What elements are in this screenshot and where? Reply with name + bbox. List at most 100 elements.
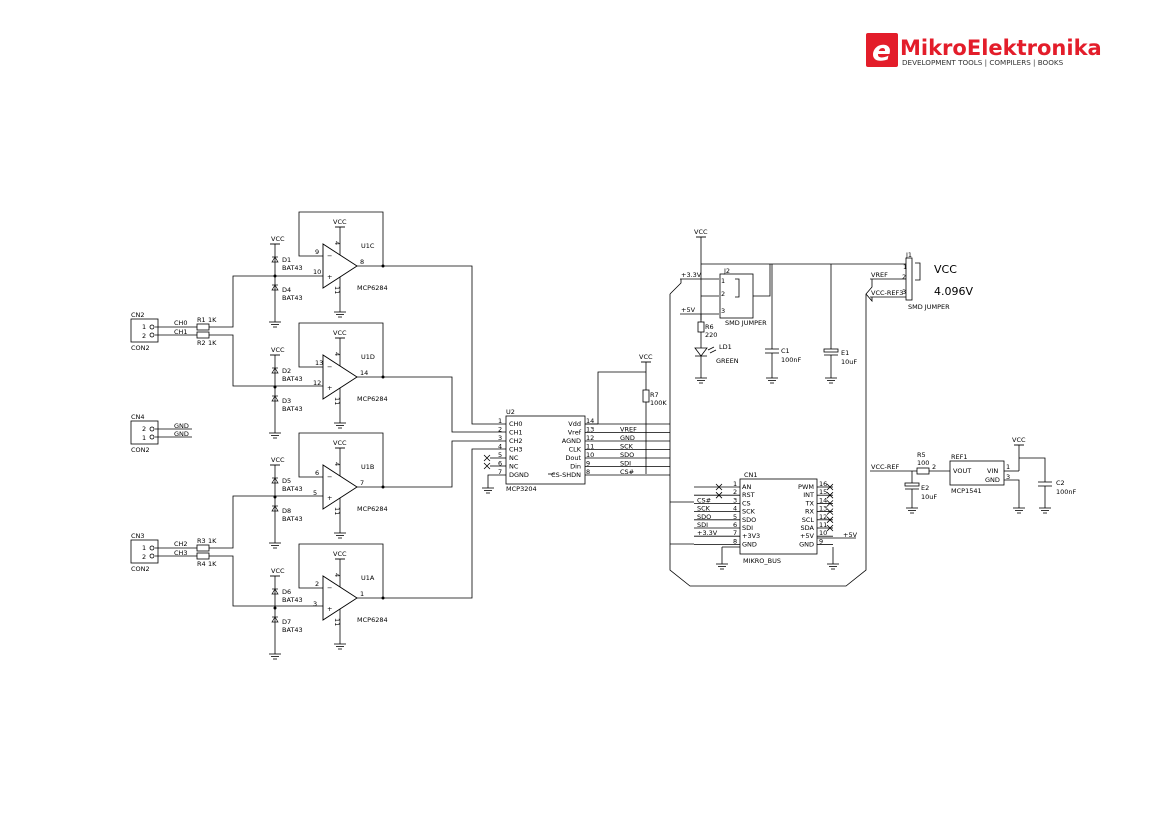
mikrobus-pin-num: 7 bbox=[733, 529, 737, 537]
opamp-ref: U1D bbox=[361, 353, 375, 361]
mikrobus-pin-name: PWM bbox=[798, 483, 814, 491]
adc-net-label: SCK bbox=[620, 443, 634, 451]
r2-ref: R2 bbox=[197, 339, 206, 347]
r5-ref: R5 bbox=[917, 451, 926, 459]
diode-part: BAT43 bbox=[282, 626, 303, 634]
connector-cn2: CN2 1 2 CON2 CH0 CH1 R1 1K R2 1K bbox=[130, 275, 323, 387]
c2-ref: C2 bbox=[1056, 479, 1065, 487]
jumper-j2: VCC +3.3V +5V J2 1 2 3 SMD JUMPER R6 220… bbox=[680, 228, 906, 384]
j1-pin3: 3 bbox=[902, 288, 906, 296]
mikrobus-ref: CN1 bbox=[744, 471, 758, 479]
opamp-plus-sign: + bbox=[327, 273, 332, 281]
adc-body bbox=[505, 415, 586, 485]
diode-vcc-label: VCC bbox=[271, 346, 285, 354]
adc-pin-num: 10 bbox=[586, 451, 594, 459]
diode-part: BAT43 bbox=[282, 515, 303, 523]
net-ch2: CH2 bbox=[174, 540, 188, 548]
adc-pin-name: DGND bbox=[509, 471, 529, 479]
j2-pin2: 2 bbox=[721, 290, 725, 298]
adc-pin-num: 13 bbox=[586, 426, 594, 434]
mikrobus-net-label: +3.3V bbox=[697, 529, 718, 537]
r7-vdd-branch: VCC R7 100K bbox=[597, 353, 667, 474]
opamp-pin-neg: 6 bbox=[315, 469, 319, 477]
opamp-minus-sign: − bbox=[327, 363, 332, 371]
diode-part: BAT43 bbox=[282, 485, 303, 493]
opamp-pin-vdd: 4 bbox=[333, 462, 341, 466]
r5-value: 100 bbox=[917, 459, 929, 467]
opamp-pin-vss: 11 bbox=[333, 507, 341, 515]
r1-ref: R1 bbox=[197, 316, 206, 324]
adc-pin-num: 11 bbox=[586, 443, 594, 451]
c2-value: 100nF bbox=[1056, 488, 1077, 496]
opamp-pin-out: 1 bbox=[360, 590, 364, 598]
mikrobus-pin-name: INT bbox=[803, 491, 814, 499]
mikrobus-pin-num: 13 bbox=[819, 505, 827, 513]
j1-pin2: 2 bbox=[902, 273, 906, 281]
adc-pin-name: NC bbox=[509, 454, 519, 462]
diode-part: BAT43 bbox=[282, 264, 303, 272]
adc-pin-num: 8 bbox=[586, 468, 590, 476]
adc-part: MCP3204 bbox=[506, 485, 537, 493]
mikrobus-pin-num: 15 bbox=[819, 488, 827, 496]
adc-pin-name: Dout bbox=[565, 454, 581, 462]
net-vref-j1: VREF bbox=[871, 271, 888, 279]
brand-name: MikroElektronika bbox=[900, 36, 1102, 60]
ref-pin1: 1 bbox=[1006, 463, 1010, 471]
opamp-part: MCP6284 bbox=[357, 395, 388, 403]
opamp-ref: U1C bbox=[361, 242, 375, 250]
mikrobus-pin-name: AN bbox=[742, 483, 751, 491]
diode-part: BAT43 bbox=[282, 375, 303, 383]
mikrobus-pin-num: 14 bbox=[819, 496, 827, 504]
jumper-j1: J1 1 2 3 SMD JUMPER VCC 4.096V VREF VCC-… bbox=[870, 251, 973, 311]
j1-option-4096: 4.096V bbox=[934, 285, 973, 298]
cn3-ref: CN3 bbox=[131, 532, 145, 540]
adc-pin-name: NC bbox=[509, 463, 519, 471]
e2-ref: E2 bbox=[921, 484, 929, 492]
adc-pin-num: 6 bbox=[498, 460, 502, 468]
diode-part: BAT43 bbox=[282, 405, 303, 413]
connector-cn4: CN4 2 1 CON2 GND GND bbox=[130, 413, 192, 454]
diode-ref: D8 bbox=[282, 507, 291, 515]
adc-pin-name: CH1 bbox=[509, 429, 523, 437]
r7-value: 100K bbox=[650, 399, 667, 407]
mikrobus-net-label: CS# bbox=[697, 496, 711, 504]
brand-logo-letter: e bbox=[872, 34, 891, 67]
opamp-pin-vdd: 4 bbox=[333, 352, 341, 356]
opamp-pin-out: 14 bbox=[360, 369, 368, 377]
opamp-pin-out: 7 bbox=[360, 479, 364, 487]
mikrobus-net-label: SDI bbox=[697, 521, 708, 529]
cn2-body bbox=[130, 318, 159, 343]
j2-part: SMD JUMPER bbox=[725, 319, 767, 327]
vcc-label-ref: VCC bbox=[1012, 436, 1026, 444]
cn3-part: CON2 bbox=[131, 565, 150, 573]
cn4-pin-b: 1 bbox=[142, 434, 146, 442]
cn2-ref: CN2 bbox=[131, 311, 145, 319]
opamp-part: MCP6284 bbox=[357, 284, 388, 292]
adc-pin-num: 4 bbox=[498, 443, 502, 451]
mikrobus-pin-name: SDI bbox=[742, 524, 753, 532]
mikrobus-pin-name: +5V bbox=[800, 532, 815, 540]
opamp-vcc-label: VCC bbox=[333, 329, 347, 337]
mikrobus-pin-name: CS bbox=[742, 499, 751, 507]
net-5v-mikrobus: +5V bbox=[843, 531, 858, 539]
mikrobus-pin-num: 1 bbox=[733, 480, 737, 488]
mikrobus-pin-num: 11 bbox=[819, 521, 827, 529]
adc-pin-num: 3 bbox=[498, 434, 502, 442]
cn2-pin1: 1 bbox=[142, 323, 146, 331]
adc-pin-name: Vref bbox=[568, 429, 582, 437]
diode-ref: D1 bbox=[282, 256, 291, 264]
mikrobus-pin-num: 16 bbox=[819, 480, 827, 488]
net-vcc-ref: VCC-REF bbox=[871, 463, 899, 471]
diode-ref: D7 bbox=[282, 618, 291, 626]
cn3-pin1: 1 bbox=[142, 544, 146, 552]
r4-ref: R4 bbox=[197, 560, 206, 568]
c1-ref: C1 bbox=[781, 347, 790, 355]
mikrobus-pin-name: TX bbox=[805, 499, 815, 507]
r3-ref: R3 bbox=[197, 537, 206, 545]
adc-net-label: VREF bbox=[620, 426, 637, 434]
mikrobus-pin-name: SCK bbox=[742, 508, 756, 516]
led-ref: LD1 bbox=[719, 343, 732, 351]
diode-vcc-label: VCC bbox=[271, 235, 285, 243]
